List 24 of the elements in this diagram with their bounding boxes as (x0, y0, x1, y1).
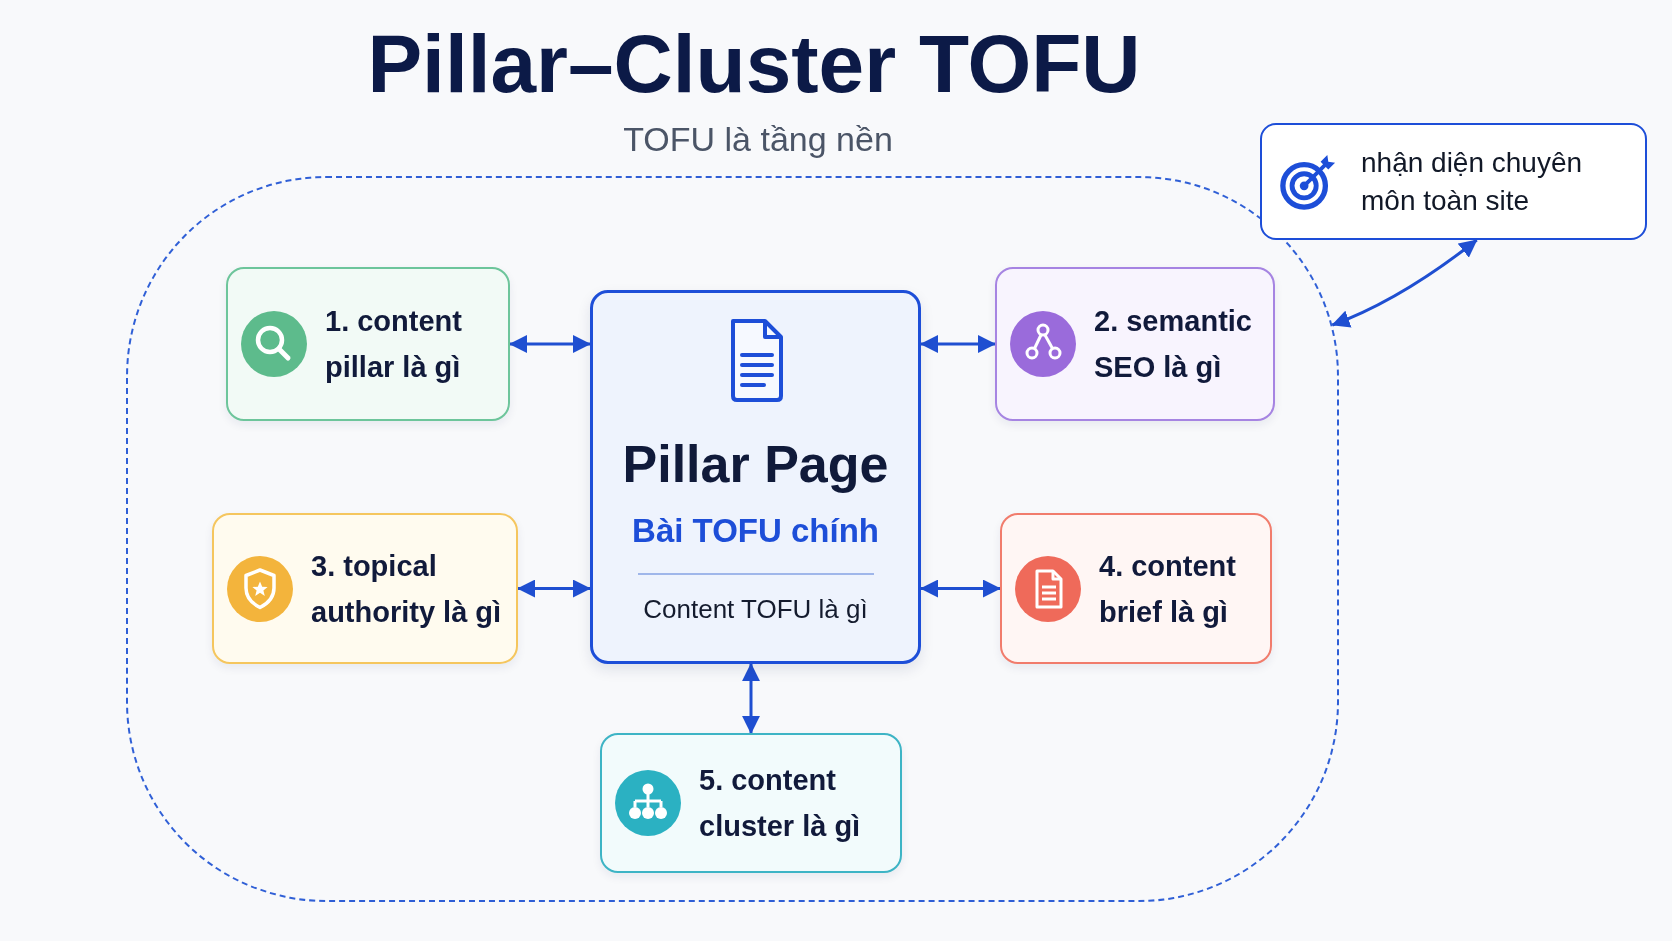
topic-card (1000, 513, 1272, 664)
double-arrow (920, 335, 996, 353)
card-text: Content TOFU là gì (643, 593, 868, 626)
card-title: 5. content cluster là gì (699, 763, 862, 844)
card-subheading: Bài TOFU chính (632, 511, 879, 551)
note-text: nhận diện chuyên môn toàn site (1361, 145, 1584, 218)
topic-card (600, 733, 902, 873)
diagram-title: Pillar–Cluster TOFU (367, 20, 1141, 108)
card-title: 3. topical authority là gì (311, 548, 503, 630)
double-arrow (509, 335, 591, 353)
pillar-card (590, 290, 921, 664)
double-arrow (920, 579, 1001, 598)
topic-card (995, 267, 1275, 421)
group-heading: TOFU là tầng nền (623, 119, 893, 159)
card-title: 1. content pillar là gì (325, 304, 463, 385)
card-title: 4. content brief là gì (1099, 548, 1237, 630)
topic-card (226, 267, 510, 421)
card-title: 2. semantic SEO là gì (1094, 304, 1253, 385)
double-arrow (517, 579, 591, 598)
double-arrow (742, 663, 760, 734)
double-arrow (1331, 238, 1478, 328)
topic-card (212, 513, 518, 664)
note-card (1260, 123, 1647, 240)
card-heading: Pillar Page (622, 434, 889, 494)
